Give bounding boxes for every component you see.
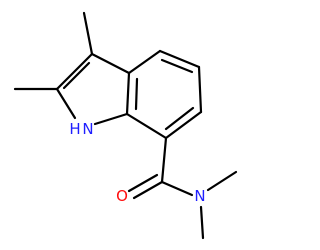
bond-c3-c3a: [90, 52, 131, 75]
bond-c3a-c4: [127, 49, 162, 75]
atom-nh: N H: [69, 120, 93, 138]
bond-carbonyl-o-second: [127, 173, 159, 193]
bond-lines: [13, 11, 238, 240]
bond-c3a-c7a: [125, 71, 131, 116]
atom-oxygen-label: O: [116, 187, 128, 205]
bond-n-methyl-right: [206, 170, 238, 192]
bond-c3a-c7a-inner: [134, 77, 139, 111]
bond-n1-c7a: [93, 112, 129, 126]
bond-c5-c6: [197, 65, 203, 114]
molecule-structure: N H O N: [13, 11, 238, 240]
atom-nh-n-label: N: [82, 120, 93, 138]
bond-carbonyl-n: [160, 180, 194, 197]
atom-nh-h-label: H: [69, 120, 80, 138]
bond-c2-n1: [55, 87, 77, 120]
bond-c7-c7a: [125, 112, 168, 140]
bond-c3-methyl: [82, 11, 94, 56]
bond-c6-c7-inner: [164, 106, 195, 131]
bond-carbonyl-o: [132, 180, 164, 200]
bond-n-methyl-down: [199, 205, 205, 240]
bond-c4-c5-inner: [160, 58, 194, 74]
bond-c3-c2-inner: [62, 61, 91, 90]
atom-amide-n-label: N: [194, 187, 205, 205]
bond-c6-c7: [164, 110, 203, 140]
bond-c3-c2: [55, 52, 94, 91]
bond-c4-c5: [158, 49, 201, 69]
bond-c7-carbonyl: [160, 136, 168, 184]
